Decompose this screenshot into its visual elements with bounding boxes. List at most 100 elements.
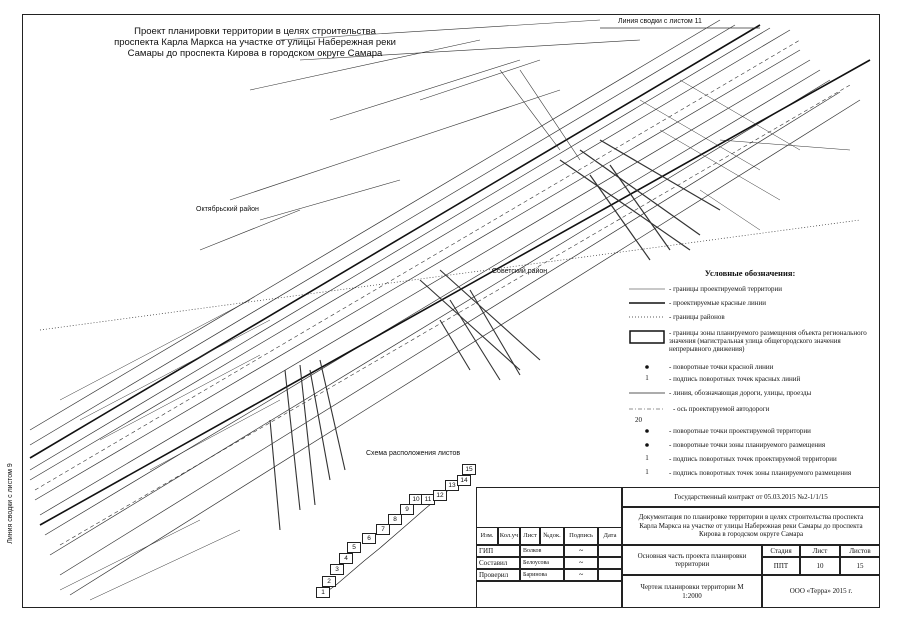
signature-cell: ~ (564, 545, 598, 557)
role-cell: ГИП (476, 545, 520, 557)
upper-roads (199, 19, 641, 251)
legend-text: - границы зоны планируемого размещения о… (669, 329, 867, 353)
document-title-cell: Документация по планировке территории в … (622, 507, 880, 545)
drawing-name-cell: Чертеж планировки территории М 1:2000 (622, 575, 762, 608)
scheme-staircase (321, 469, 475, 596)
legend-item: 1 - подпись поворотных точек красных лин… (625, 374, 875, 386)
legend-item: - линия, обозначающая дороги, улицы, про… (625, 388, 875, 400)
title-line-1: Проект планировки территории в целях стр… (134, 26, 376, 37)
legend-symbol-number: 1 (645, 374, 649, 382)
sheet-value: 10 (800, 557, 840, 575)
title-line-3: Самары до проспекта Кирова в городском о… (127, 48, 383, 59)
cross-street-middle (419, 269, 541, 381)
avenue-lines (29, 19, 861, 596)
name-cell: Баринова (520, 569, 564, 581)
legend-item: - поворотные точки зоны планируемого раз… (625, 440, 875, 452)
drawing-frame (22, 14, 880, 608)
title-line-2: проспекта Карла Маркса на участке от ули… (114, 37, 396, 48)
legend-text: - линия, обозначающая дороги, улицы, про… (669, 389, 812, 397)
sheet-link-top-label: Линия сводки с листом 11 (618, 18, 702, 25)
legend-item: - ось проектируемой автодороги 20 (625, 404, 875, 424)
legend-item: 1 - подпись поворотных точек проектируем… (625, 454, 875, 466)
legend-symbol-number: 1 (645, 468, 649, 476)
legend-text: - границы проектируемой территории (669, 285, 783, 293)
legend-text: - ось проектируемой автодороги (673, 405, 770, 413)
legend-text: - подпись поворотных точек красных линий (669, 375, 801, 383)
sheet-number: 14 (457, 475, 471, 486)
right-lots (639, 79, 851, 231)
road-axis-symbol (629, 408, 665, 410)
sheets-header: Листов (840, 545, 880, 557)
legend-symbol-number: 20 (635, 416, 642, 424)
contract-cell: Государственный контракт от 05.03.2015 №… (622, 487, 880, 507)
legend-text: - поворотные точки проектируемой террито… (669, 427, 811, 435)
role-cell: Проверил (476, 569, 520, 581)
legend-text: - подпись поворотных точек проектируемой… (669, 455, 837, 463)
zone-boundary-symbol (629, 330, 665, 344)
sheet-number: 15 (462, 464, 476, 475)
legend-title: Условные обозначения: (704, 268, 796, 278)
sheet-number: 12 (433, 490, 447, 501)
date-cell (598, 557, 622, 569)
organization-cell: ООО «Терра» 2015 г. (762, 575, 880, 608)
date-cell (598, 545, 622, 557)
road-line-symbol (629, 392, 665, 394)
dashed-axis (34, 39, 851, 546)
sheet-number: 7 (376, 524, 390, 535)
legend-item: - проектируемые красные линии (625, 298, 875, 310)
sheet-number: 5 (347, 542, 361, 553)
date-cell (598, 569, 622, 581)
legend-text: - подпись поворотных точек зоны планируе… (669, 469, 852, 477)
cross-street-right (559, 139, 721, 261)
scheme-title: Схема расположения листов (366, 450, 461, 457)
legend-item: - поворотные точки проектируемой террито… (625, 426, 875, 438)
sheet-number: 8 (388, 514, 402, 525)
sheets-value: 15 (840, 557, 880, 575)
role-cell: Составил (476, 557, 520, 569)
col-header: Подпись (564, 527, 598, 545)
sheet-number: 9 (400, 504, 414, 515)
legend-item: 1 - подпись поворотных точек зоны планир… (625, 468, 875, 480)
zone-point-symbol (645, 443, 649, 447)
legend: Условные обозначения: - границы проектир… (625, 268, 875, 477)
stage-value: ППТ (762, 557, 800, 575)
stage-header: Стадия (762, 545, 800, 557)
col-header: Изм. (476, 527, 498, 545)
col-header: Дата (598, 527, 622, 545)
boundary-line-symbol (629, 288, 665, 290)
sheet-number: 6 (362, 533, 376, 544)
lower-left-lots (59, 299, 281, 601)
legend-text: - поворотные точки зоны планируемого раз… (669, 441, 826, 449)
district-boundary-symbol (629, 316, 665, 318)
territory-point-symbol (645, 429, 649, 433)
drawing-title: Проект планировки территории в целях стр… (110, 26, 400, 59)
section-cell: Основная часть проекта планировки террит… (622, 545, 762, 575)
name-cell: Белоусова (520, 557, 564, 569)
legend-item: - границы проектируемой территории (625, 284, 875, 296)
sheet-link-left-label: Линия сводки с листом 9 (6, 463, 14, 544)
col-header: №док. (540, 527, 564, 545)
col-header: Кол.уч (498, 527, 520, 545)
red-line-symbol (629, 302, 665, 304)
sheet-number: 4 (339, 553, 353, 564)
name-cell: Волков (520, 545, 564, 557)
sheet-number: 2 (322, 576, 336, 587)
avenue-main-lines (29, 24, 871, 526)
legend-item: - границы районов (625, 312, 875, 324)
sheet-number: 1 (316, 587, 330, 598)
legend-item: - границы зоны планируемого размещения о… (625, 328, 875, 356)
legend-item: - поворотные точки красной линии (625, 362, 875, 374)
legend-text: - проектируемые красные линии (669, 299, 766, 307)
legend-text: - поворотные точки красной линии (669, 363, 774, 371)
signature-cell: ~ (564, 557, 598, 569)
cross-street-left (269, 359, 346, 531)
col-header: Лист (520, 527, 540, 545)
revision-area (476, 487, 622, 527)
blank-rows (476, 581, 622, 608)
sheet-number: 3 (330, 564, 344, 575)
legend-text: - границы районов (669, 313, 725, 321)
red-line-point-symbol (645, 365, 649, 369)
district-label-2: Советский район (492, 268, 548, 275)
